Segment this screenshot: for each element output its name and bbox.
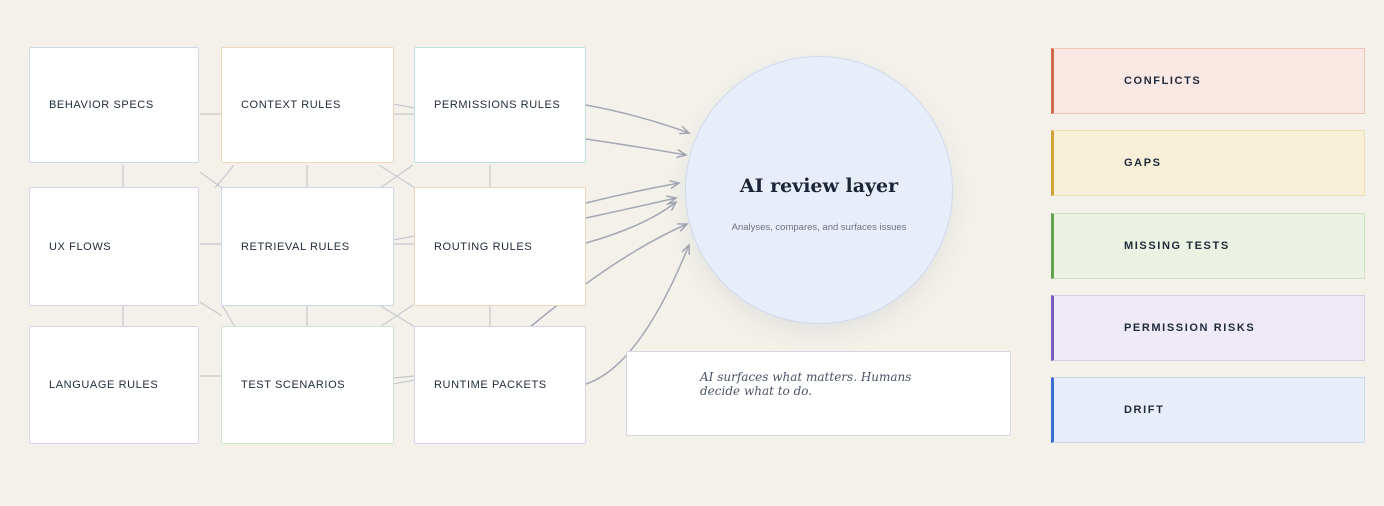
input-card-routing-rules: ROUTING RULES [414,187,586,306]
output-label: PERMISSION RISKS [1124,322,1256,334]
output-gaps: GAPS [1051,130,1365,196]
input-card-label: PERMISSIONS RULES [434,99,561,111]
ai-review-hub: AI review layer Analyses, compares, and … [685,56,953,324]
input-card-language-rules: LANGUAGE RULES [29,326,199,444]
input-card-permissions-rules: PERMISSIONS RULES [414,47,586,163]
output-label: GAPS [1124,157,1162,169]
input-card-label: BEHAVIOR SPECS [49,99,154,111]
input-card-label: LANGUAGE RULES [49,379,159,391]
input-card-test-scenarios: TEST SCENARIOS [221,326,394,444]
input-card-ux-flows: UX FLOWS [29,187,199,306]
input-card-retrieval-rules: RETRIEVAL RULES [221,187,394,306]
input-card-label: ROUTING RULES [434,240,533,253]
output-label: DRIFT [1124,404,1165,416]
output-permission-risks: PERMISSION RISKS [1051,295,1365,361]
callout-note-text: AI surfaces what matters. Humans decide … [700,370,912,398]
callout-note: AI surfaces what matters. Humans decide … [626,351,1011,436]
input-card-context-rules: CONTEXT RULES [221,47,394,163]
output-label: CONFLICTS [1124,75,1202,87]
input-card-label: RETRIEVAL RULES [241,240,350,253]
input-card-label: RUNTIME PACKETS [434,379,547,391]
output-drift: DRIFT [1051,377,1365,443]
input-card-runtime-packets: RUNTIME PACKETS [414,326,586,444]
output-label: MISSING TESTS [1124,240,1230,252]
input-card-label: UX FLOWS [49,240,112,253]
hub-subtitle: Analyses, compares, and surfaces issues [731,222,907,233]
output-conflicts: CONFLICTS [1051,48,1365,114]
input-card-behavior-specs: BEHAVIOR SPECS [29,47,199,163]
input-card-label: CONTEXT RULES [241,99,341,111]
output-missing-tests: MISSING TESTS [1051,213,1365,279]
input-card-label: TEST SCENARIOS [241,379,346,391]
hub-title: AI review layer [739,175,899,197]
